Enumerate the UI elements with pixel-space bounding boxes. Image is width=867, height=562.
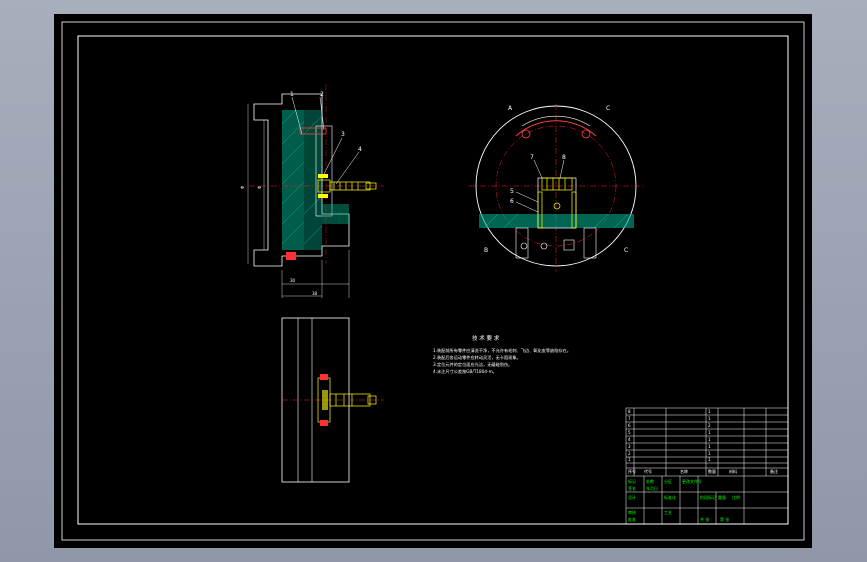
svg-text:2: 2 bbox=[708, 423, 711, 428]
drawing-sheet: 1 2 3 4 Φ Φ 38 30 bbox=[54, 14, 812, 548]
parts-list bbox=[625, 407, 789, 525]
svg-text:第 张: 第 张 bbox=[720, 516, 729, 522]
note-line-1: 1.装配前所有零件应清洗干净，不允许有毛刺、飞边、氧化皮等缺陷存在。 bbox=[433, 347, 571, 354]
leader-label-3: 3 bbox=[341, 131, 345, 138]
svg-text:1: 1 bbox=[708, 437, 711, 442]
side-leader-5: 5 bbox=[510, 188, 514, 195]
parts-rows: 8 7 6 5 4 3 2 1 1 1 2 1 1 1 1 1 bbox=[628, 409, 711, 462]
svg-text:审核: 审核 bbox=[628, 509, 636, 515]
section-letter-c1: C bbox=[606, 105, 610, 112]
svg-text:6: 6 bbox=[628, 423, 631, 428]
svg-text:1: 1 bbox=[708, 451, 711, 456]
svg-text:工艺: 工艺 bbox=[664, 510, 672, 515]
side-leader-8: 8 bbox=[562, 154, 566, 161]
svg-text:设计: 设计 bbox=[628, 494, 636, 500]
svg-text:处数: 处数 bbox=[646, 478, 654, 484]
note-line-2: 2.装配后各运动零件应转动灵活，无卡阻现象。 bbox=[433, 354, 521, 361]
svg-text:年月日: 年月日 bbox=[646, 485, 658, 491]
outer-frame bbox=[61, 21, 805, 541]
assembly-section-icon: 1 2 3 4 Φ Φ 38 30 bbox=[240, 84, 384, 298]
svg-text:4: 4 bbox=[628, 437, 631, 442]
svg-text:1: 1 bbox=[708, 457, 711, 462]
svg-text:比例: 比例 bbox=[732, 494, 740, 500]
technical-notes: 技 术 要 求 1.装配前所有零件应清洗干净，不允许有毛刺、飞边、氧化皮等缺陷存… bbox=[433, 334, 571, 375]
side-leader-6: 6 bbox=[510, 198, 514, 205]
notes-title: 技 术 要 求 bbox=[472, 334, 500, 342]
dim-bottom: 38 bbox=[312, 291, 318, 296]
svg-text:签名: 签名 bbox=[628, 485, 636, 491]
dim-left-1: Φ bbox=[240, 186, 245, 189]
assembly-plan-icon bbox=[281, 317, 384, 483]
dim-left-2: Φ bbox=[257, 186, 262, 189]
section-letter-a: A bbox=[508, 105, 513, 112]
svg-text:3: 3 bbox=[628, 444, 631, 449]
svg-text:批准: 批准 bbox=[628, 516, 636, 522]
svg-text:阶段标记: 阶段标记 bbox=[700, 494, 716, 500]
svg-text:7: 7 bbox=[628, 416, 631, 421]
parts-header: 序号 代号 名称 数量 材料 备注 bbox=[628, 468, 778, 474]
note-line-3: 3.定位元件的定位面应光洁，无磕碰划伤。 bbox=[433, 361, 512, 368]
section-letter-b: B bbox=[484, 247, 488, 254]
svg-text:8: 8 bbox=[628, 409, 631, 414]
svg-text:2: 2 bbox=[628, 451, 631, 456]
side-leader-7: 7 bbox=[530, 154, 534, 161]
title-block: 标记 处数 分区 更改文件号 签名 年月日 设计 标准化 阶段标记 重量 比例 … bbox=[628, 478, 740, 522]
svg-text:更改文件号: 更改文件号 bbox=[682, 478, 702, 484]
svg-text:共 张: 共 张 bbox=[700, 516, 709, 522]
svg-text:备注: 备注 bbox=[770, 468, 778, 474]
dim-bottom-2: 30 bbox=[290, 278, 296, 283]
svg-text:1: 1 bbox=[708, 444, 711, 449]
svg-text:材料: 材料 bbox=[729, 468, 737, 474]
svg-text:1: 1 bbox=[708, 409, 711, 414]
svg-text:代号: 代号 bbox=[644, 468, 652, 474]
svg-text:分区: 分区 bbox=[664, 478, 672, 484]
svg-text:1: 1 bbox=[708, 430, 711, 435]
svg-text:数量: 数量 bbox=[708, 468, 716, 474]
leader-label-4: 4 bbox=[358, 146, 362, 153]
svg-text:序号: 序号 bbox=[628, 468, 636, 474]
cad-drawing: 1 2 3 4 Φ Φ 38 30 bbox=[61, 21, 805, 541]
svg-text:标记: 标记 bbox=[628, 478, 636, 484]
svg-text:1: 1 bbox=[628, 457, 631, 462]
inner-frame bbox=[77, 35, 789, 525]
svg-text:1: 1 bbox=[708, 416, 711, 421]
note-line-4: 4.未注尺寸公差按GB/T1804-m。 bbox=[433, 368, 497, 375]
svg-text:5: 5 bbox=[628, 430, 631, 435]
leader-label-1: 1 bbox=[290, 91, 294, 98]
svg-text:名称: 名称 bbox=[680, 468, 688, 474]
svg-text:重量: 重量 bbox=[718, 494, 726, 500]
circular-view-icon: 7 8 5 6 A C B C bbox=[469, 104, 644, 272]
leader-label-2: 2 bbox=[320, 91, 324, 98]
svg-text:标准化: 标准化 bbox=[664, 494, 676, 500]
section-letter-c2: C bbox=[624, 247, 628, 254]
